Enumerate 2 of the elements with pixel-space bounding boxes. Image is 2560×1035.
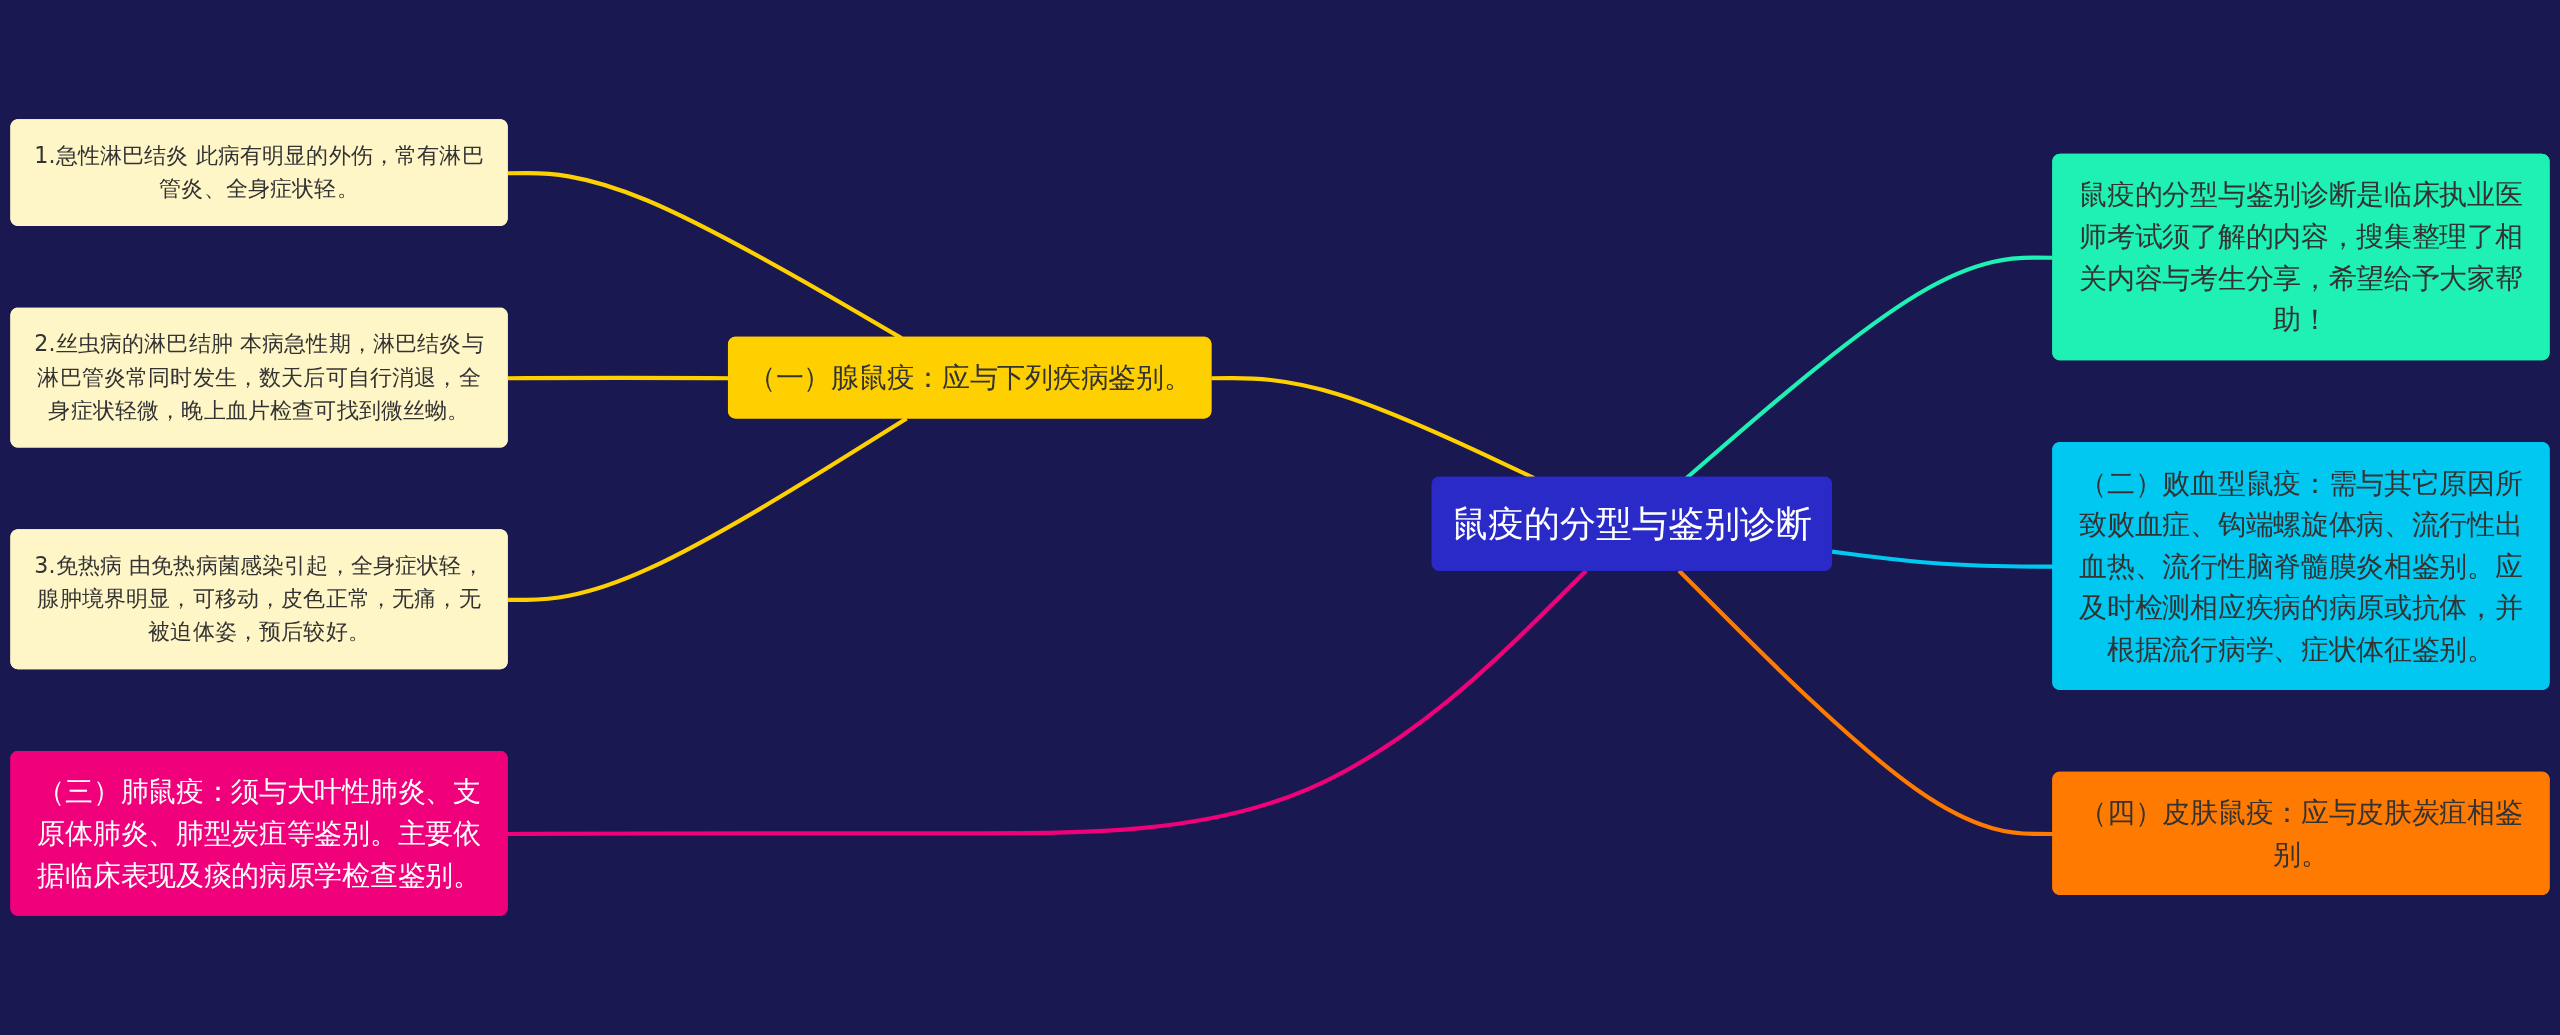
connector (507, 416, 908, 602)
connector (507, 569, 1588, 837)
